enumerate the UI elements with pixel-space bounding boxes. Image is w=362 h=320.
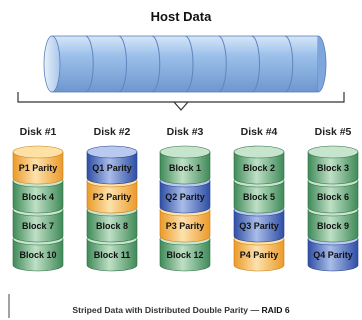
disk-block-body: [86, 151, 138, 185]
disk-block-body: [233, 151, 285, 185]
disk-block-label: Block 1: [169, 163, 201, 173]
disk-block-body: [233, 209, 285, 243]
disk-block-label: Block 7: [22, 221, 54, 231]
disk-block-label: P3 Parity: [166, 221, 205, 231]
disk-stack: P4 Parity Q3 Parity Block 5 Block 2: [233, 145, 285, 272]
disk-block-top: [307, 145, 359, 159]
disk-block-body: [307, 238, 359, 272]
disk-block-body: [307, 151, 359, 185]
disk-block-body: [233, 238, 285, 272]
host-segment-divider: [184, 35, 194, 93]
host-segment-divider: [85, 35, 94, 93]
disk-block-body: [307, 209, 359, 243]
disk-block-label: Block 5: [243, 192, 275, 202]
disk-block-body: [233, 180, 285, 214]
disk-block-body: [86, 238, 138, 272]
disk-block-label: Q3 Parity: [239, 221, 279, 231]
disk-block-label: Block 8: [96, 221, 128, 231]
disk-stack: Block 12 P3 Parity Q2 Parity Block 1: [159, 145, 211, 272]
host-segment-divider: [118, 35, 127, 93]
caption-emphasis: RAID 6: [261, 305, 290, 315]
host-segment-divider: [218, 35, 227, 93]
diagram-caption: Striped Data with Distributed Double Par…: [0, 305, 362, 315]
disk-block-top: [12, 145, 64, 159]
disk-block-body: [159, 238, 211, 272]
disk-block-body: [86, 209, 138, 243]
host-cylinder-body: [51, 35, 319, 93]
disk-stack: Block 11 Block 8 P2 Parity Q1 Parity: [86, 145, 138, 272]
host-cylinder-left-cap: [43, 35, 61, 93]
disk-label: Disk #4: [240, 126, 278, 138]
caption-text: Striped Data with Distributed Double Par…: [72, 305, 262, 315]
disk-label: Disk #2: [93, 126, 131, 138]
bracket-pointer: [173, 101, 189, 111]
diagram-title: Host Data: [150, 9, 212, 24]
disk-block-top: [159, 145, 211, 159]
disk-block-top: [86, 145, 138, 159]
host-segment-divider: [151, 35, 161, 93]
disk-block: Block 2: [233, 145, 285, 185]
disk-block-body: [12, 151, 64, 185]
disk-block: Block 3: [307, 145, 359, 185]
disk-block-label: Q4 Parity: [313, 250, 353, 260]
disk-block-label: Q1 Parity: [92, 163, 132, 173]
disk-block-label: Block 6: [317, 192, 349, 202]
disk-block-label: Block 12: [166, 250, 203, 260]
disk-block: Q1 Parity: [86, 145, 138, 185]
disk-block-label: P2 Parity: [93, 192, 132, 202]
disk-block-body: [12, 180, 64, 214]
disk-block-label: Block 9: [317, 221, 349, 231]
disk-block-body: [12, 209, 64, 243]
disk-block-label: P1 Parity: [19, 163, 58, 173]
disk-block: Block 5: [233, 174, 285, 214]
disk-block-body: [307, 180, 359, 214]
disk-block: Block 1: [159, 145, 211, 185]
disk-block-label: Q2 Parity: [165, 192, 205, 202]
disk-label: Disk #1: [19, 126, 57, 138]
disk-block-label: Block 11: [94, 250, 131, 260]
disk-stack: Q4 Parity Block 9 Block 6 Block 3: [307, 145, 359, 272]
disk-block-label: P4 Parity: [240, 250, 279, 260]
host-data-cylinder: [43, 35, 327, 93]
host-segment-divider: [251, 35, 260, 93]
disk-block-body: [159, 180, 211, 214]
disk-stack: Block 10 Block 7 Block 4 P1 Parity: [12, 145, 64, 272]
disk-block-label: Block 10: [19, 250, 56, 260]
host-cylinder-right-cap: [317, 35, 327, 93]
disk-block-label: Block 4: [22, 192, 54, 202]
disk-block-body: [159, 151, 211, 185]
disk-label: Disk #3: [166, 126, 204, 138]
host-segment-divider: [284, 35, 294, 93]
disk-block-body: [12, 238, 64, 272]
bracket-line: [17, 92, 345, 103]
disk-block-body: [159, 209, 211, 243]
disk-block-body: [86, 180, 138, 214]
disk-block-top: [233, 145, 285, 159]
disk-block: P1 Parity: [12, 145, 64, 185]
disk-label: Disk #5: [314, 126, 352, 138]
disk-block-label: Block 3: [317, 163, 349, 173]
host-bracket: [17, 92, 345, 111]
disk-block-label: Block 2: [243, 163, 275, 173]
